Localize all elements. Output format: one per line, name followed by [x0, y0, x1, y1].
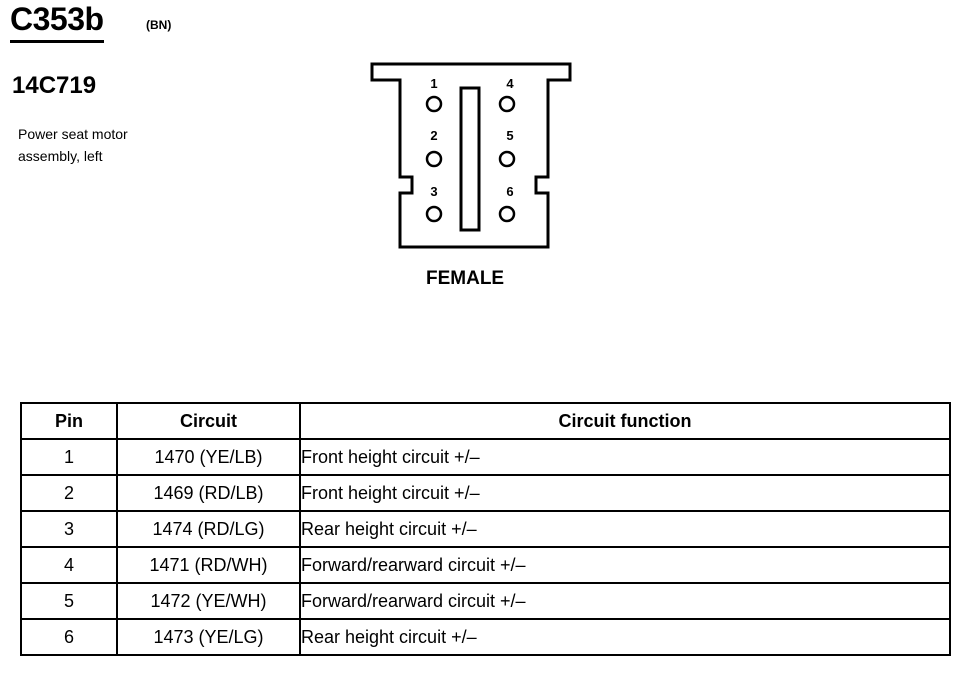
pin-label-1: 1 [430, 76, 437, 91]
pinout-table: Pin Circuit Circuit function 1 1470 (YE/… [20, 402, 951, 656]
table-row: 5 1472 (YE/WH) Forward/rearward circuit … [20, 582, 951, 620]
table-row: 6 1473 (YE/LG) Rear height circuit +/– [20, 618, 951, 656]
pin-cell: 1 [20, 438, 118, 476]
center-key-slot [459, 86, 481, 232]
table-row: 1 1470 (YE/LB) Front height circuit +/– [20, 438, 951, 476]
circuit-function-cell: Forward/rearward circuit +/– [299, 546, 951, 584]
pin-socket-3 [425, 205, 443, 223]
pin-label-5: 5 [506, 128, 513, 143]
circuit-function-cell: Rear height circuit +/– [299, 510, 951, 548]
pin-socket-4 [498, 95, 516, 113]
connector-id: C353b [10, 0, 104, 43]
column-header-circuit-function: Circuit function [299, 402, 951, 440]
pin-label-4: 4 [506, 76, 514, 91]
pin-socket-6 [498, 205, 516, 223]
pin-cell: 3 [20, 510, 118, 548]
connector-face-diagram: 1 2 3 4 5 6 [370, 62, 572, 249]
pin-cell: 2 [20, 474, 118, 512]
pin-cell: 4 [20, 546, 118, 584]
table-row: 4 1471 (RD/WH) Forward/rearward circuit … [20, 546, 951, 584]
circuit-cell: 1474 (RD/LG) [116, 510, 301, 548]
circuit-cell: 1471 (RD/WH) [116, 546, 301, 584]
circuit-function-cell: Front height circuit +/– [299, 474, 951, 512]
circuit-cell: 1473 (YE/LG) [116, 618, 301, 656]
circuit-cell: 1469 (RD/LB) [116, 474, 301, 512]
circuit-function-cell: Rear height circuit +/– [299, 618, 951, 656]
wire-color-code: (BN) [146, 18, 172, 32]
connector-gender-label: FEMALE [426, 268, 505, 289]
table-row: 3 1474 (RD/LG) Rear height circuit +/– [20, 510, 951, 548]
table-header-row: Pin Circuit Circuit function [20, 402, 951, 440]
pin-label-6: 6 [506, 184, 513, 199]
pin-socket-2 [425, 150, 443, 168]
circuit-function-cell: Front height circuit +/– [299, 438, 951, 476]
column-header-circuit: Circuit [116, 402, 301, 440]
pin-cell: 6 [20, 618, 118, 656]
pin-label-2: 2 [430, 128, 437, 143]
pin-socket-1 [425, 95, 443, 113]
column-header-pin: Pin [20, 402, 118, 440]
circuit-cell: 1472 (YE/WH) [116, 582, 301, 620]
pin-socket-5 [498, 150, 516, 168]
circuit-cell: 1470 (YE/LB) [116, 438, 301, 476]
circuit-function-cell: Forward/rearward circuit +/– [299, 582, 951, 620]
pin-cell: 5 [20, 582, 118, 620]
connector-housing [370, 62, 572, 249]
part-number: 14C719 [12, 72, 97, 99]
table-row: 2 1469 (RD/LB) Front height circuit +/– [20, 474, 951, 512]
pin-label-3: 3 [430, 184, 437, 199]
component-description: Power seat motor assembly, left [18, 126, 128, 164]
